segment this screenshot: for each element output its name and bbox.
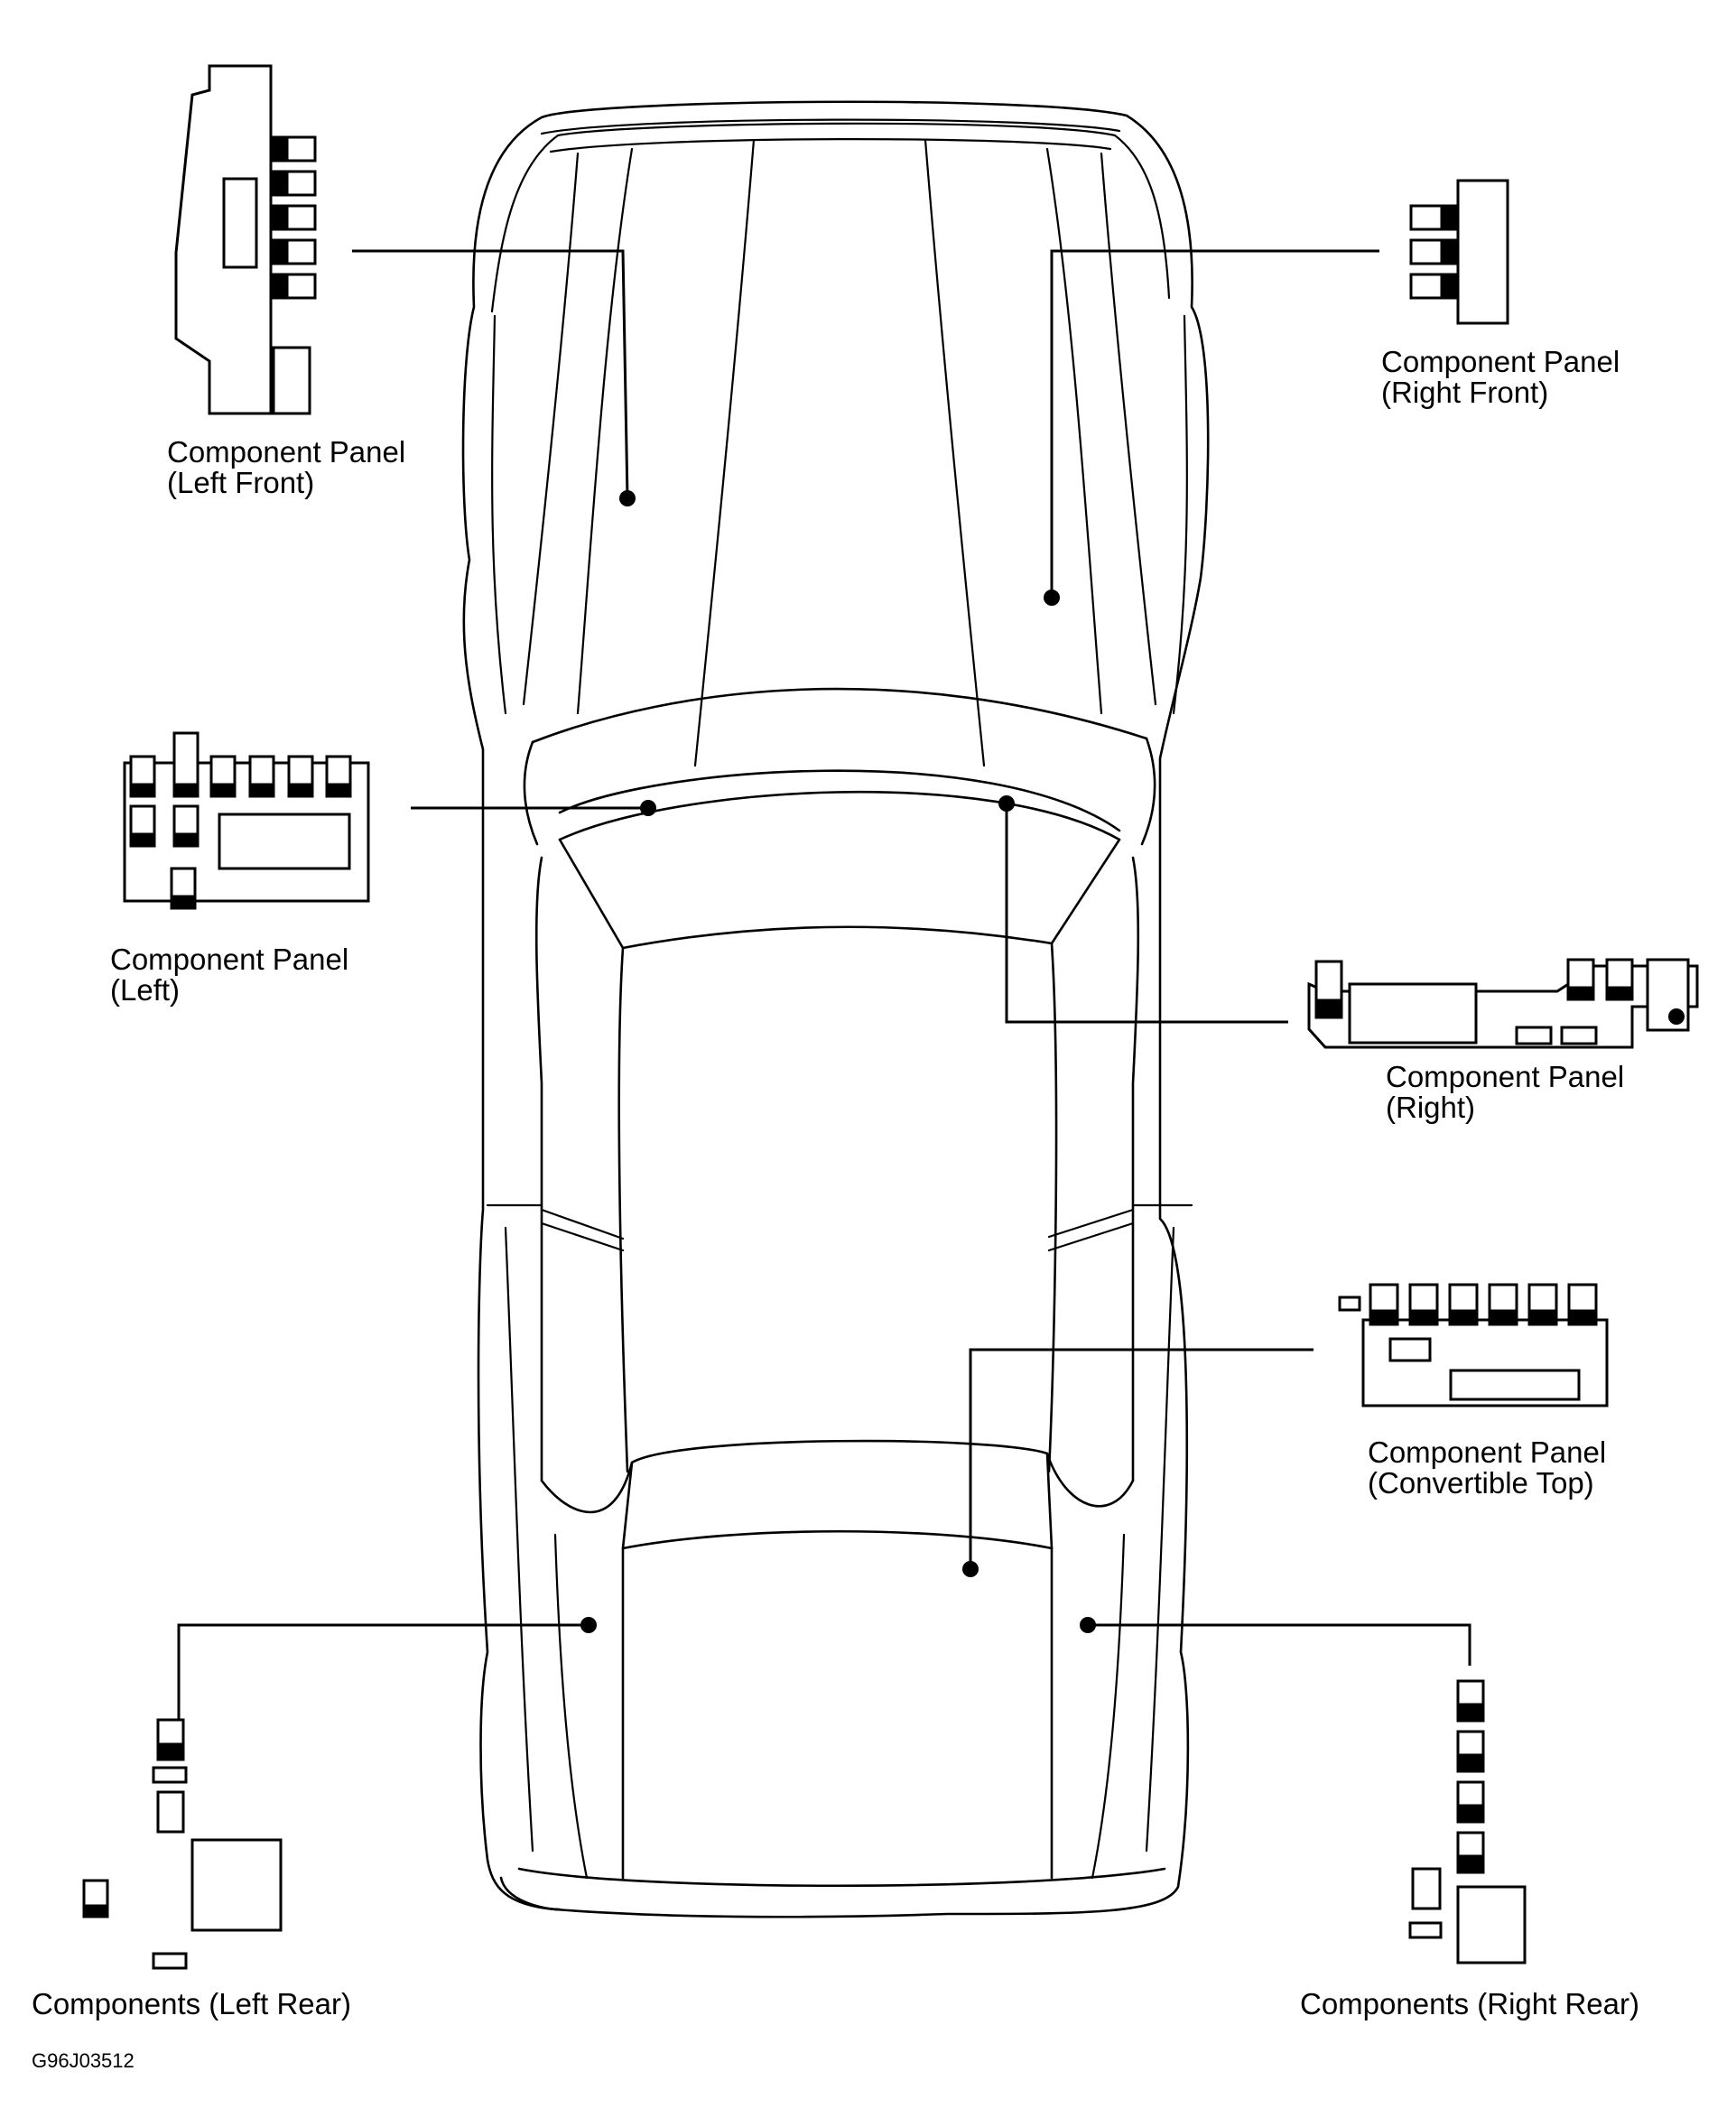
leader-lines [177, 249, 1471, 1726]
label-right: Component Panel (Right) [1386, 1062, 1624, 1123]
label-convertible-top-line1: Component Panel [1368, 1435, 1607, 1469]
car-outline [461, 100, 1210, 1918]
label-right-front-line2: (Right Front) [1381, 376, 1549, 409]
components-right-rear [1408, 1679, 1527, 1964]
label-right-rear: Components (Right Rear) [1300, 1987, 1639, 2020]
label-right-line1: Component Panel [1386, 1060, 1625, 1093]
components-left-rear [82, 1718, 283, 1970]
label-left-front: Component Panel (Left Front) [167, 437, 405, 498]
label-left-line1: Component Panel [110, 943, 349, 976]
label-right-line2: (Right) [1386, 1091, 1476, 1124]
label-left-line2: (Left) [110, 973, 181, 1007]
component-panel-right-front [1409, 179, 1509, 325]
component-panel-left [123, 731, 370, 910]
label-left-front-line1: Component Panel [167, 435, 406, 469]
component-panel-convertible-top [1338, 1283, 1609, 1407]
figure-code: G96J03512 [32, 2049, 135, 2072]
component-panel-left-front [174, 64, 317, 415]
label-right-front: Component Panel (Right Front) [1381, 347, 1620, 408]
component-panel-right [1307, 958, 1699, 1049]
label-convertible-top-line2: (Convertible Top) [1368, 1466, 1594, 1500]
label-left: Component Panel (Left) [110, 944, 348, 1006]
relay-stack-left-front [272, 135, 317, 300]
label-convertible-top: Component Panel (Convertible Top) [1368, 1437, 1606, 1499]
label-left-rear: Components (Left Rear) [32, 1987, 351, 2020]
label-right-front-line1: Component Panel [1381, 345, 1620, 378]
label-left-front-line2: (Left Front) [167, 466, 315, 499]
